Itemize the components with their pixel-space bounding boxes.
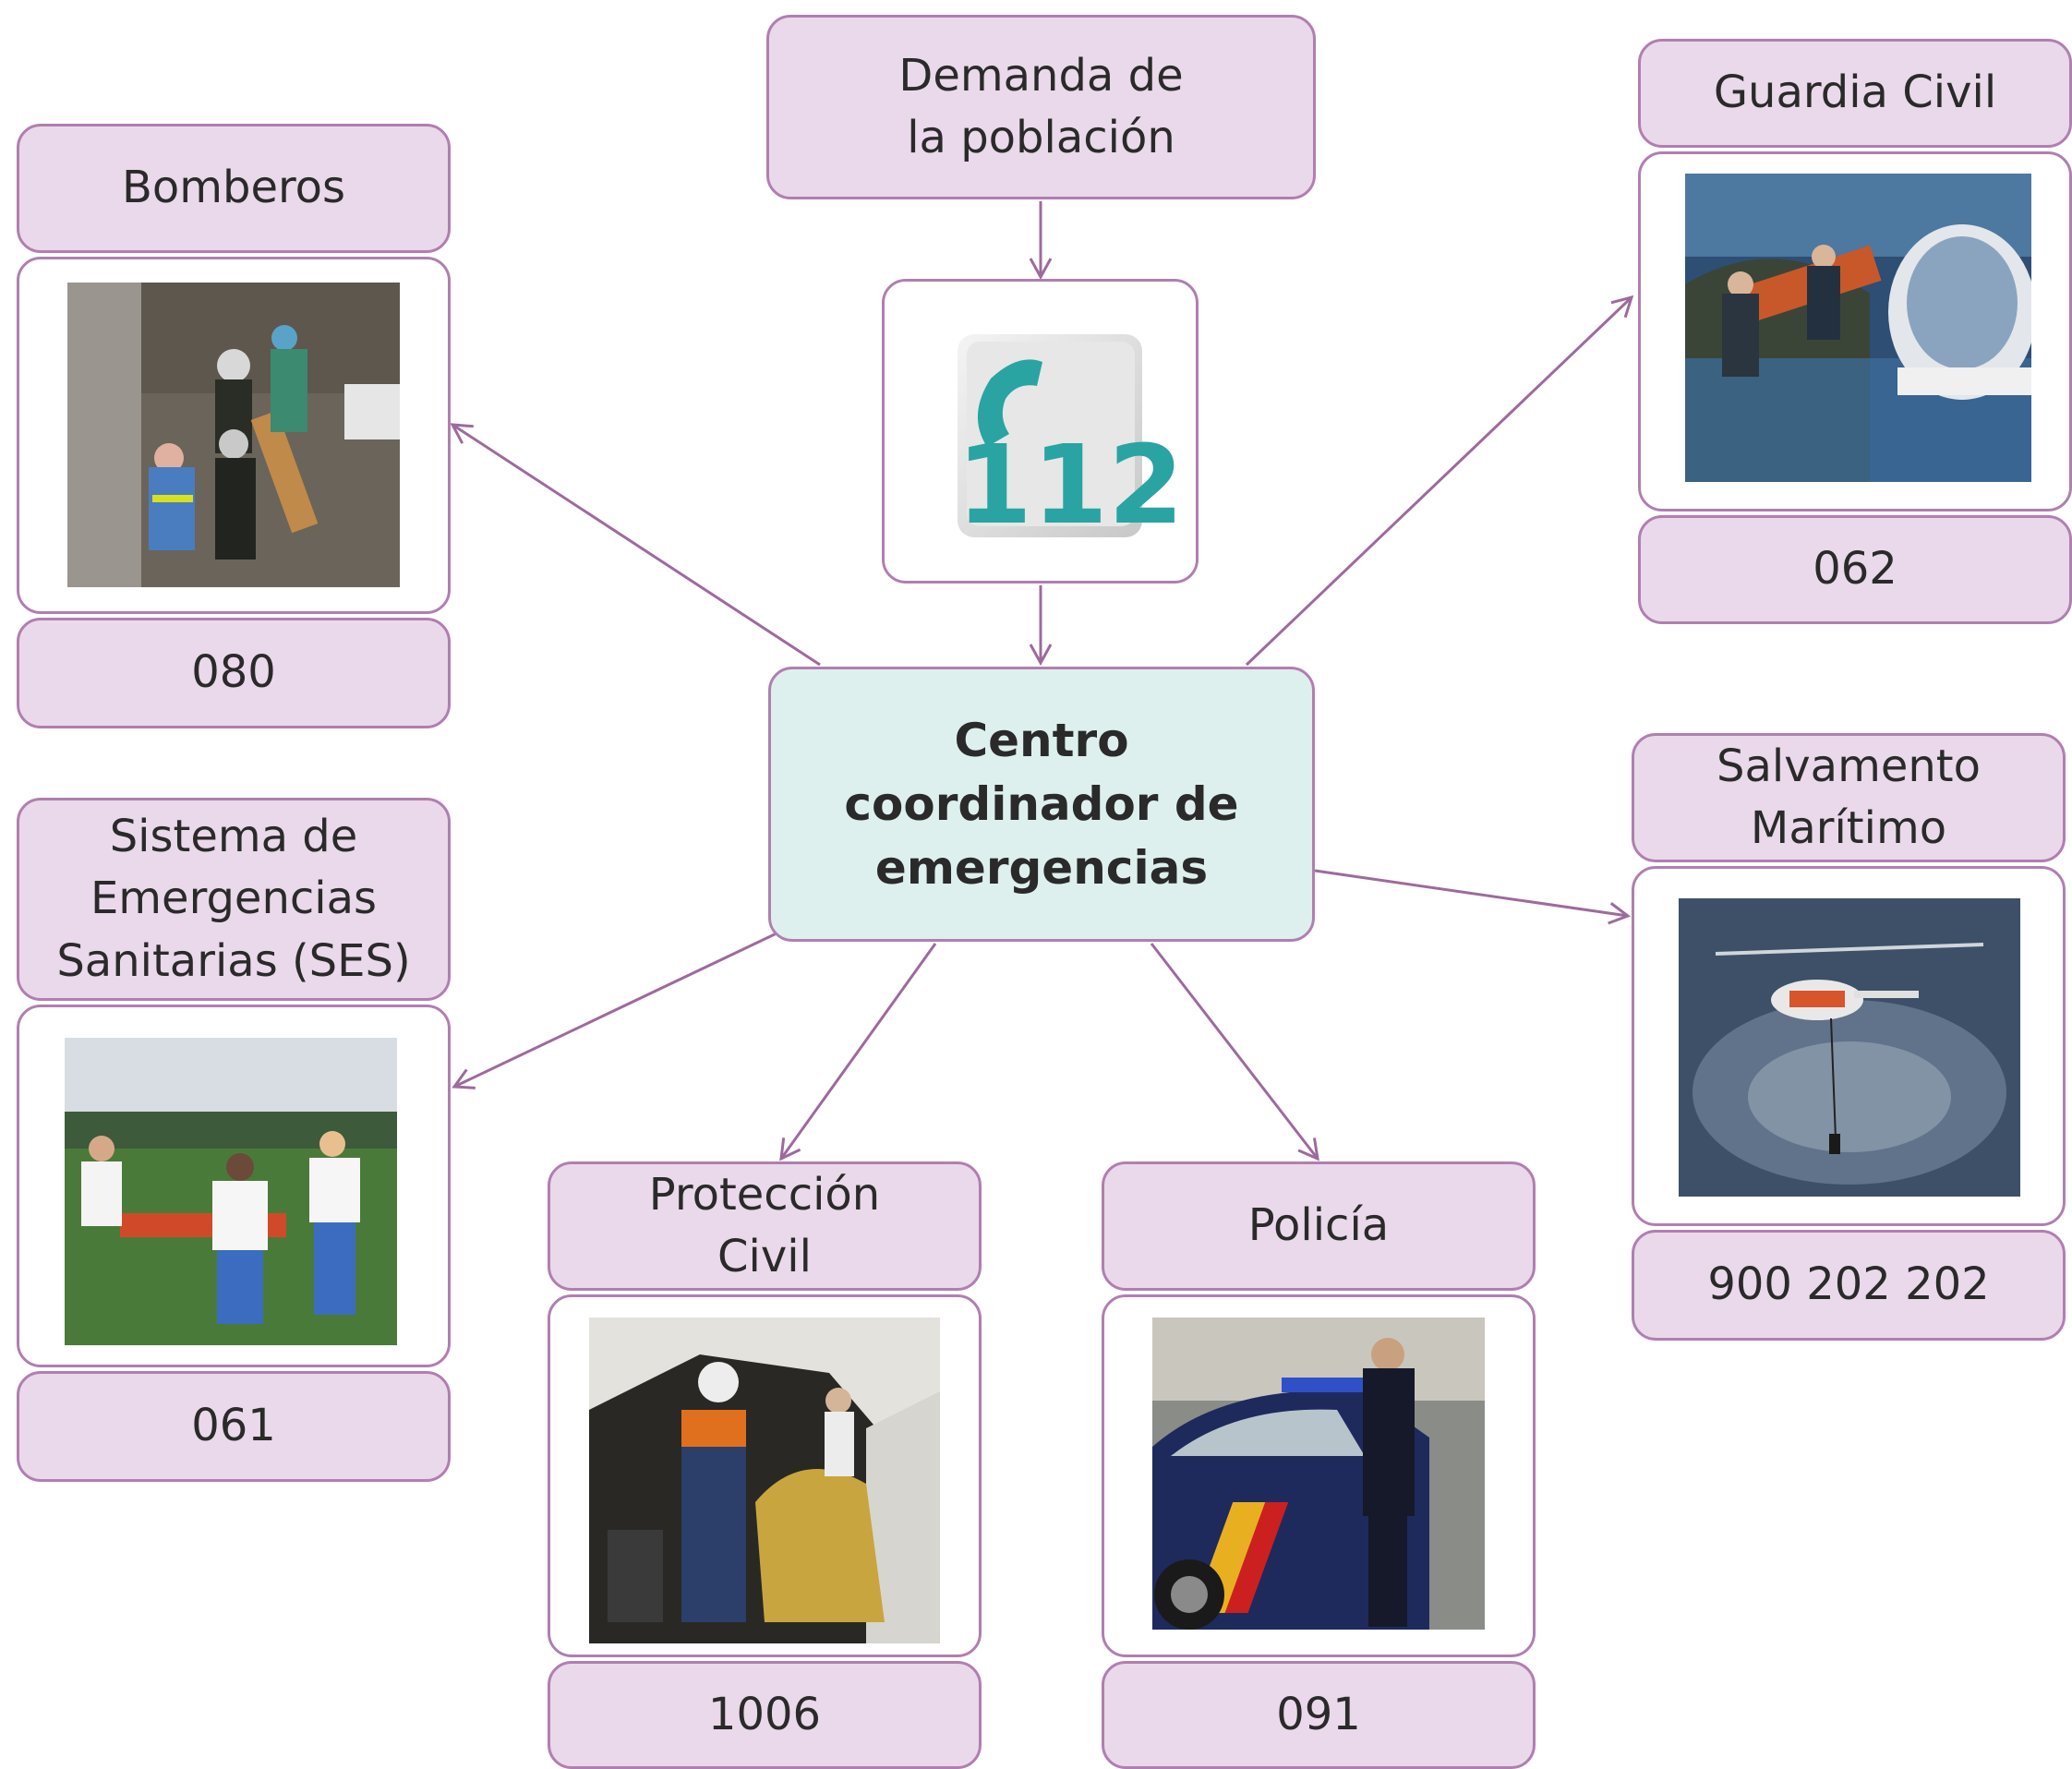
helicopter-cliff-rescue-photo [1685,174,2031,482]
arrow-center-to-policia [1150,943,1319,1161]
salvamento-label: Salvamento Marítimo [1717,740,1981,854]
guardia-civil-number-box: 062 [1638,515,2072,624]
salvamento-title: Salvamento Marítimo [1632,733,2066,862]
proteccion-civil-number: 1006 [707,1688,822,1740]
ses-number: 061 [191,1400,276,1452]
arrow-center-to-salvamento [1314,869,1632,925]
sea-helicopter-photo [1679,898,2020,1197]
arrow-center-to-bomberos [450,423,821,667]
bomberos-title: Bomberos [17,124,451,253]
ses-title: Sistema de Emergencias Sanitarias (SES) [17,798,451,1001]
guardia-civil-label: Guardia Civil [1713,66,1997,119]
demand-node: Demanda de la población [766,15,1316,199]
stretcher-carry-photo [65,1038,397,1345]
police-car-officer-photo [1152,1318,1485,1630]
salvamento-number-box: 900 202 202 [1632,1230,2066,1341]
arrow-center-to-proteccion [779,943,937,1161]
firefighters-rescue-photo [67,283,400,587]
demand-label: Demanda de la población [898,49,1184,163]
tent-emergency-care-photo [589,1318,940,1643]
bomberos-number: 080 [191,646,276,699]
salvamento-number: 900 202 202 [1707,1258,1990,1311]
arrow-center-to-ses [452,931,779,1089]
proteccion-civil-number-box: 1006 [548,1661,982,1769]
proteccion-civil-title: Protección Civil [548,1161,982,1291]
center-label: Centro coordinador de emergencias [844,713,1239,895]
bomberos-label: Bomberos [121,162,346,214]
center-node: Centro coordinador de emergencias [768,667,1315,942]
policia-title: Policía [1102,1161,1536,1291]
phone-112-node: 112 [882,279,1199,584]
guardia-civil-title: Guardia Civil [1638,39,2072,148]
proteccion-civil-label: Protección Civil [648,1168,881,1282]
policia-number-box: 091 [1102,1661,1536,1769]
svg-text:112: 112 [956,421,1178,548]
bomberos-number-box: 080 [17,618,451,728]
ses-number-box: 061 [17,1371,451,1482]
ses-label: Sistema de Emergencias Sanitarias (SES) [56,811,411,987]
arrow-center-to-guardia-civil [1245,295,1634,667]
phone-112-icon: 112 [956,334,1179,548]
guardia-civil-number: 062 [1813,543,1897,596]
policia-label: Policía [1247,1199,1390,1252]
policia-number: 091 [1276,1688,1361,1740]
